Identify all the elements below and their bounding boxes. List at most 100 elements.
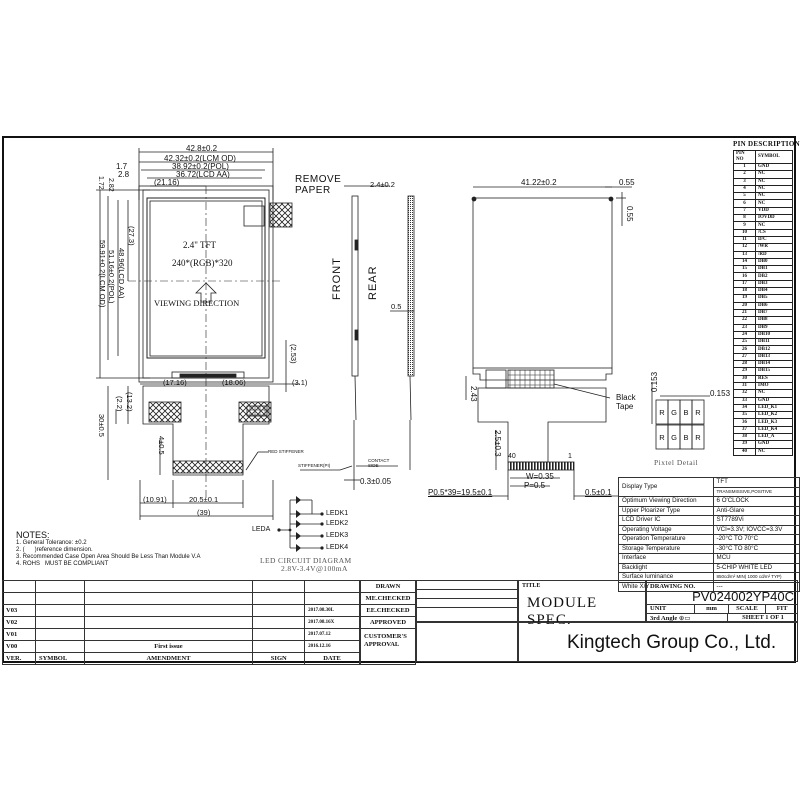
pin-symbol: GND <box>755 396 793 405</box>
pin-number: 13 <box>733 250 756 259</box>
pin-number: 17 <box>733 279 756 289</box>
sign-cell <box>252 640 306 653</box>
subpixel-r: R <box>659 433 665 442</box>
black-tape-line1: Black <box>616 393 636 402</box>
pin-symbol: D/C <box>755 235 793 245</box>
pin-number: 30 <box>733 374 756 383</box>
version-cell: V00 <box>2 640 36 653</box>
spec-value: TRANSMISSIVE,POSITIVE <box>712 486 800 497</box>
pin-symbol: DB12 <box>755 345 793 354</box>
pin-number: 24 <box>733 330 756 340</box>
dim-2-8: 2.8 <box>118 170 130 179</box>
date-cell: 2016.12.16 <box>304 640 360 653</box>
pin-symbol: NC <box>755 221 793 230</box>
pin-symbol: DB1 <box>755 265 793 274</box>
pin-number: 28 <box>733 359 756 369</box>
dim-21-16: (21.16) <box>154 178 180 187</box>
spec-key: LCD Driver IC <box>618 515 714 526</box>
black-tape-label: Black Tape <box>616 393 636 411</box>
dim-39: (39) <box>197 508 211 517</box>
pixel-row-1: R G B R <box>656 408 704 417</box>
pin-symbol: DB2 <box>755 272 793 281</box>
dim-27-3: (27.3) <box>127 226 136 246</box>
note-item: 1. General Tolerance: ±0.2 <box>16 540 87 546</box>
dim-total-pitch: P0.5*39=19.5±0.1 <box>428 488 493 497</box>
pin-number: 6 <box>733 199 756 208</box>
spec-value: --- <box>712 581 800 592</box>
dim-2-53: (2.53) <box>289 344 298 364</box>
dim-10-91: (10.91) <box>143 495 167 504</box>
amendment-header: AMENDMENT <box>83 652 254 665</box>
led-anode-label: LEDA <box>252 526 271 533</box>
pin-symbol: NC <box>755 177 793 186</box>
symbol-header: SYMBOL <box>35 652 85 665</box>
led-k1-label: LEDK1 <box>326 510 349 517</box>
spec-value: -30°C TO 80°C <box>712 543 800 554</box>
pin-symbol: DB4 <box>755 287 793 296</box>
led-circuit-title: LED CIRCUIT DIAGRAM <box>260 556 352 565</box>
contact-side-line1: CONTACT <box>368 458 390 463</box>
pin-row: 12/WR <box>733 243 793 252</box>
spec-value: VCI=3.3V; IOVCC=3.3V <box>712 524 800 535</box>
pin-symbol: VDD <box>755 206 793 216</box>
dim-fpc-length: 2.5±0.3 <box>493 430 502 457</box>
spec-key: Optimum Viewing Direction <box>618 496 714 507</box>
pin-number: 10 <box>733 228 756 237</box>
spec-value: 6 O'CLOCK <box>712 496 800 507</box>
revision-row <box>2 592 360 605</box>
notes-title: NOTES: <box>16 530 50 540</box>
note-item: 4. ROHS MUST BE COMPLIANT <box>16 561 109 567</box>
dim-4: 4±0.5 <box>157 436 166 455</box>
customer-approval-line2: APPROVAL <box>364 641 400 648</box>
pin-symbol: NC <box>755 192 793 201</box>
pin-number: 39 <box>733 440 756 449</box>
remove-paper-line1: REMOVE <box>295 174 342 185</box>
pin-symbol: LED_K1 <box>755 403 793 413</box>
pin-number: 3 <box>733 177 756 186</box>
pin-number: 8 <box>733 214 756 223</box>
dim-3-1: (3.1) <box>292 378 308 387</box>
amendment-cell: First issue <box>83 640 254 653</box>
amendment-cell <box>83 604 254 617</box>
amendment-cell <box>83 628 254 641</box>
subpixel-b: B <box>683 433 689 442</box>
sign-cell <box>252 592 306 605</box>
dim-pin-width: W=0.35 <box>526 472 554 481</box>
ee-checked-cell: EE.CHECKED <box>360 604 416 617</box>
dim-2-2: (2.2) <box>115 396 124 412</box>
dim-13-2: (13.2) <box>125 392 134 412</box>
dim-lcd-aa: 36.72(LCD AA) <box>176 170 230 179</box>
spec-key: Backlight <box>618 562 714 573</box>
pin-symbol: IOVDD <box>755 214 793 223</box>
sign-cell <box>252 580 306 593</box>
drawing-title: MODULE SPEC. <box>527 595 598 628</box>
pin-symbol: DB7 <box>755 308 793 318</box>
pin-number: 40 <box>733 447 756 456</box>
spec-value: 5-CHIP WHITE LED <box>712 562 800 573</box>
red-stiffener-label: RED STIFFENER <box>268 449 304 454</box>
spec-key: Upper Ploarizer Type <box>618 505 714 516</box>
projection-row: 3rd Angle ⊕▭ SHEET 1 OF 1 <box>647 613 798 623</box>
pin-number: 37 <box>733 425 756 435</box>
subpixel-r: R <box>695 433 701 442</box>
projection-cell: 3rd Angle ⊕▭ <box>647 614 728 623</box>
led-k3-label: LEDK3 <box>326 532 349 539</box>
pin-symbol: GND <box>755 162 793 172</box>
blank-cell <box>416 580 518 622</box>
pin-table-header: PIN NO SYMBOL <box>733 150 793 164</box>
pin-symbol: LED_A <box>755 432 793 442</box>
